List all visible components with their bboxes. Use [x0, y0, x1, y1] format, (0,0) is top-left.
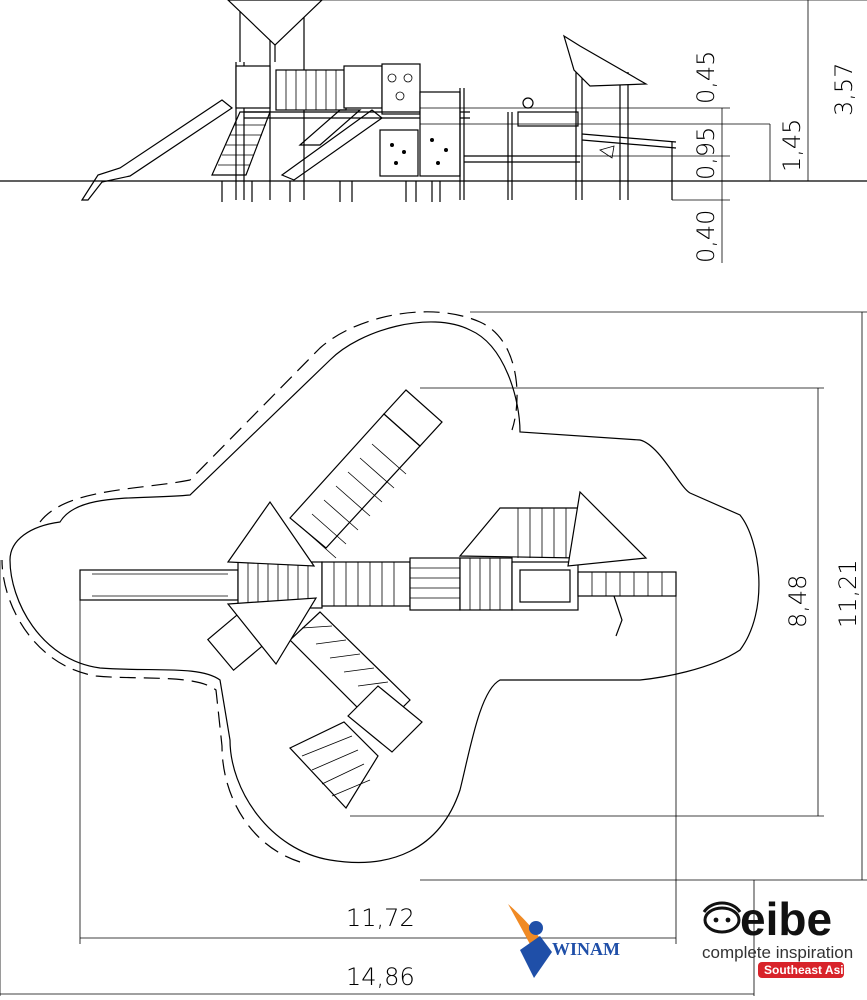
eibe-region: Southeast Asia: [764, 963, 851, 977]
safety-area-dashed: [1, 311, 518, 863]
foundations: [221, 181, 441, 202]
plan-view: 11,72 14,86 8,48 11,21: [0, 311, 867, 996]
bridge-plan: [321, 561, 411, 607]
wedge-platform: [458, 507, 579, 559]
eibe-face-icon: [703, 906, 741, 934]
bridge-rail: [275, 69, 347, 111]
climbing-ramp: [280, 109, 383, 181]
eibe-tagline: complete inspiration: [702, 943, 853, 962]
dim-roof-offset: 0,45: [692, 51, 720, 104]
plan-dim-lines: [0, 311, 867, 996]
roof-right-side: [562, 34, 649, 87]
slide-side: [80, 99, 234, 201]
horizontal-climber: [577, 571, 677, 597]
tower-panel: [235, 65, 271, 109]
dim-foundation-depth: 0,40: [692, 210, 720, 263]
rope-panel: [343, 65, 383, 109]
winam-logo: WINAM: [508, 904, 620, 978]
dim-equipment-length: 11,72: [346, 904, 415, 932]
platform-2: [409, 557, 461, 611]
dim-area-width: 11,21: [834, 559, 862, 628]
stairs-side: [211, 111, 271, 176]
safety-area-outline: [9, 321, 760, 864]
telescope: [522, 97, 534, 109]
eibe-wordmark: eibe: [740, 893, 832, 945]
dim-area-length: 14,86: [346, 963, 415, 991]
window-panel: [381, 63, 421, 115]
roof-left-side: [227, 0, 323, 46]
dim-platform-low: 0,95: [692, 127, 720, 180]
upper-arm-ramp: [289, 413, 421, 549]
eibe-region-badge: [758, 962, 844, 978]
slide-plan: [79, 569, 239, 601]
upper-arm-end: [383, 389, 443, 447]
platform-3: [459, 557, 513, 611]
dim-platform-high: 1,45: [778, 119, 806, 172]
eibe-logo: eibe complete inspiration Southeast Asia: [702, 893, 853, 978]
roof-plan-1: [226, 500, 316, 567]
elevation-dim-lines: [322, 0, 867, 263]
dim-total-height: 3,57: [830, 63, 858, 116]
lower-arm-ladder: [289, 721, 379, 809]
roof-plan-3: [567, 490, 648, 567]
side-elevation: 0,45 0,95 0,40 1,45 3,57: [0, 0, 867, 263]
roof-plan-2: [226, 597, 318, 666]
tower-right-posts: [575, 56, 629, 200]
lower-arm-platform: [347, 685, 423, 753]
dim-equipment-width: 8,48: [784, 575, 812, 628]
climbing-wall-1: [379, 129, 419, 177]
winam-text: WINAM: [552, 939, 620, 959]
climbing-wall-2: [419, 91, 461, 177]
